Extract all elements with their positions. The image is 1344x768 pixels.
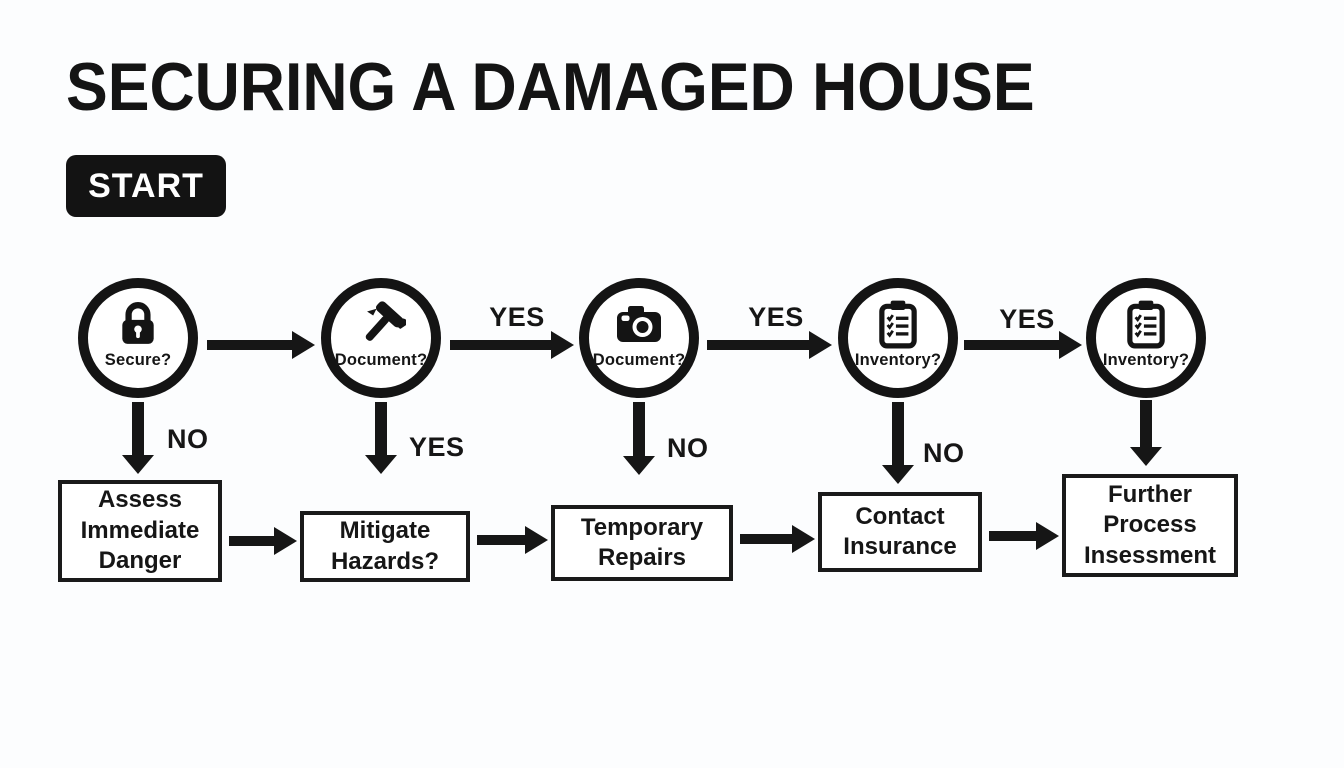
arrow-inventory-down	[882, 402, 914, 484]
decision-label: Document?	[592, 351, 686, 369]
arrow-inventory-to-inventory	[964, 331, 1082, 359]
lock-icon	[117, 298, 159, 350]
decision-node-document-camera: Document?	[579, 278, 699, 398]
decision-node-secure: Secure?	[78, 278, 198, 398]
start-badge: START	[66, 155, 226, 217]
clipboard-icon	[1125, 298, 1167, 350]
edge-label-no: NO	[667, 433, 709, 463]
edge-label-no: NO	[923, 438, 965, 468]
edge-label-yes: YES	[999, 304, 1055, 334]
arrow-secure-down	[122, 402, 154, 474]
arrow-insurance-to-further	[989, 522, 1059, 550]
decision-label: Inventory?	[1102, 351, 1190, 369]
action-box-mitigate-hazards: Mitigate Hazards?	[300, 511, 470, 582]
action-box-temporary-repairs: Temporary Repairs	[551, 505, 733, 581]
page-title: SECURING A DAMAGED HOUSE	[66, 49, 1035, 125]
edge-label-yes: YES	[748, 302, 804, 332]
arrow-mitigate-to-repairs	[477, 526, 548, 554]
arrow-assess-to-mitigate	[229, 527, 297, 555]
decision-node-document-hammer: Document?	[321, 278, 441, 398]
arrow-document-to-document	[450, 331, 574, 359]
action-box-further-process: Further Process Insessment	[1062, 474, 1238, 577]
decision-label: Secure?	[104, 351, 172, 369]
edge-label-no: NO	[167, 424, 209, 454]
arrow-document-to-inventory	[707, 331, 832, 359]
decision-label: Document?	[334, 351, 428, 369]
hammer-icon	[356, 298, 406, 350]
arrow-secure-to-document	[207, 331, 315, 359]
edge-label-yes: YES	[409, 432, 465, 462]
decision-label: Inventory?	[854, 351, 942, 369]
clipboard-icon	[877, 298, 919, 350]
decision-node-inventory-2: Inventory?	[1086, 278, 1206, 398]
arrow-inventory2-down	[1130, 400, 1162, 466]
edge-label-yes: YES	[489, 302, 545, 332]
decision-node-inventory-1: Inventory?	[838, 278, 958, 398]
arrow-document-down	[365, 402, 397, 474]
arrow-document2-down	[623, 402, 655, 475]
action-box-assess-immediate-danger: Assess Immediate Danger	[58, 480, 222, 582]
camera-icon	[615, 298, 663, 350]
arrow-repairs-to-insurance	[740, 525, 815, 553]
action-box-contact-insurance: Contact Insurance	[818, 492, 982, 572]
